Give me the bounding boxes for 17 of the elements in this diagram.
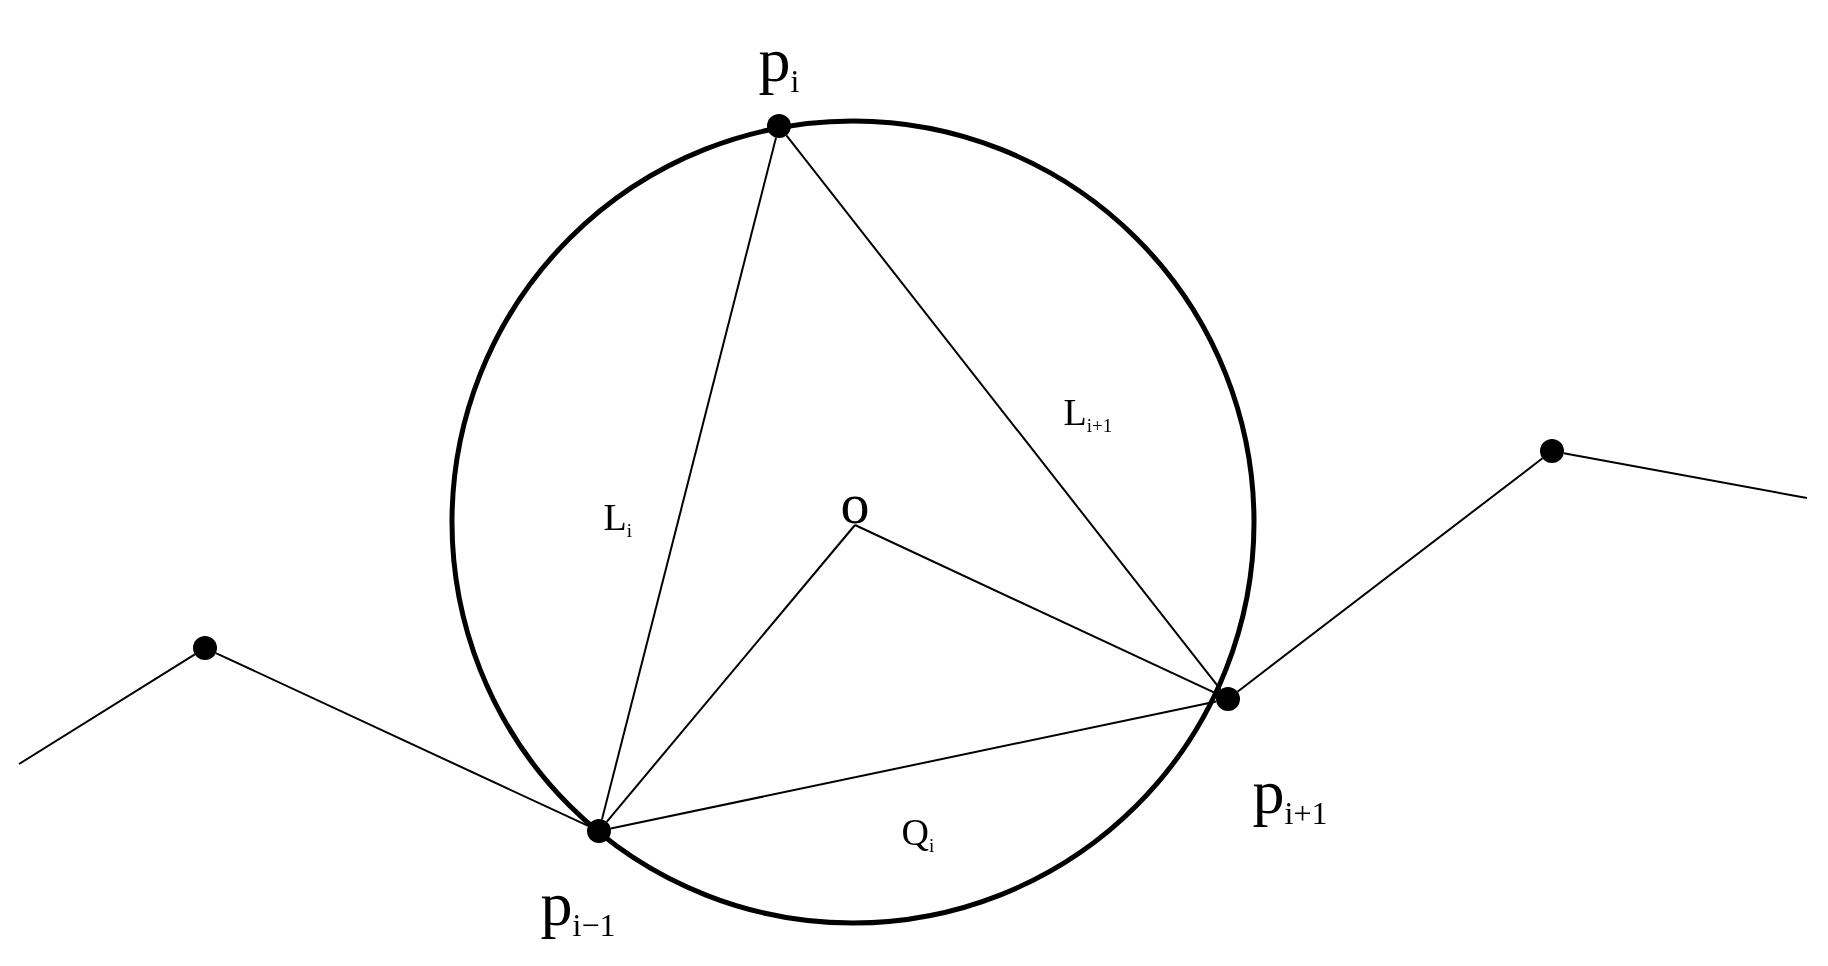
point-dot — [767, 114, 791, 138]
point-dot — [193, 636, 217, 660]
line-segment — [1562, 452, 1808, 499]
line-segment — [609, 700, 1218, 830]
point-dot — [587, 819, 611, 843]
line-segment — [18, 653, 196, 765]
point-label: p$_{i}$ — [758, 27, 800, 97]
point-label: p$_{i−1}$ — [540, 871, 616, 941]
line-segment — [214, 652, 590, 827]
point-dot — [1540, 439, 1564, 463]
line-segment — [600, 136, 778, 821]
center-label: o — [840, 475, 870, 533]
line-segment — [1236, 457, 1544, 693]
point-dot — [1216, 687, 1240, 711]
line-segment — [605, 524, 856, 823]
line-segment — [785, 134, 1222, 691]
point-label: p$_{i+1}$ — [1252, 759, 1328, 829]
